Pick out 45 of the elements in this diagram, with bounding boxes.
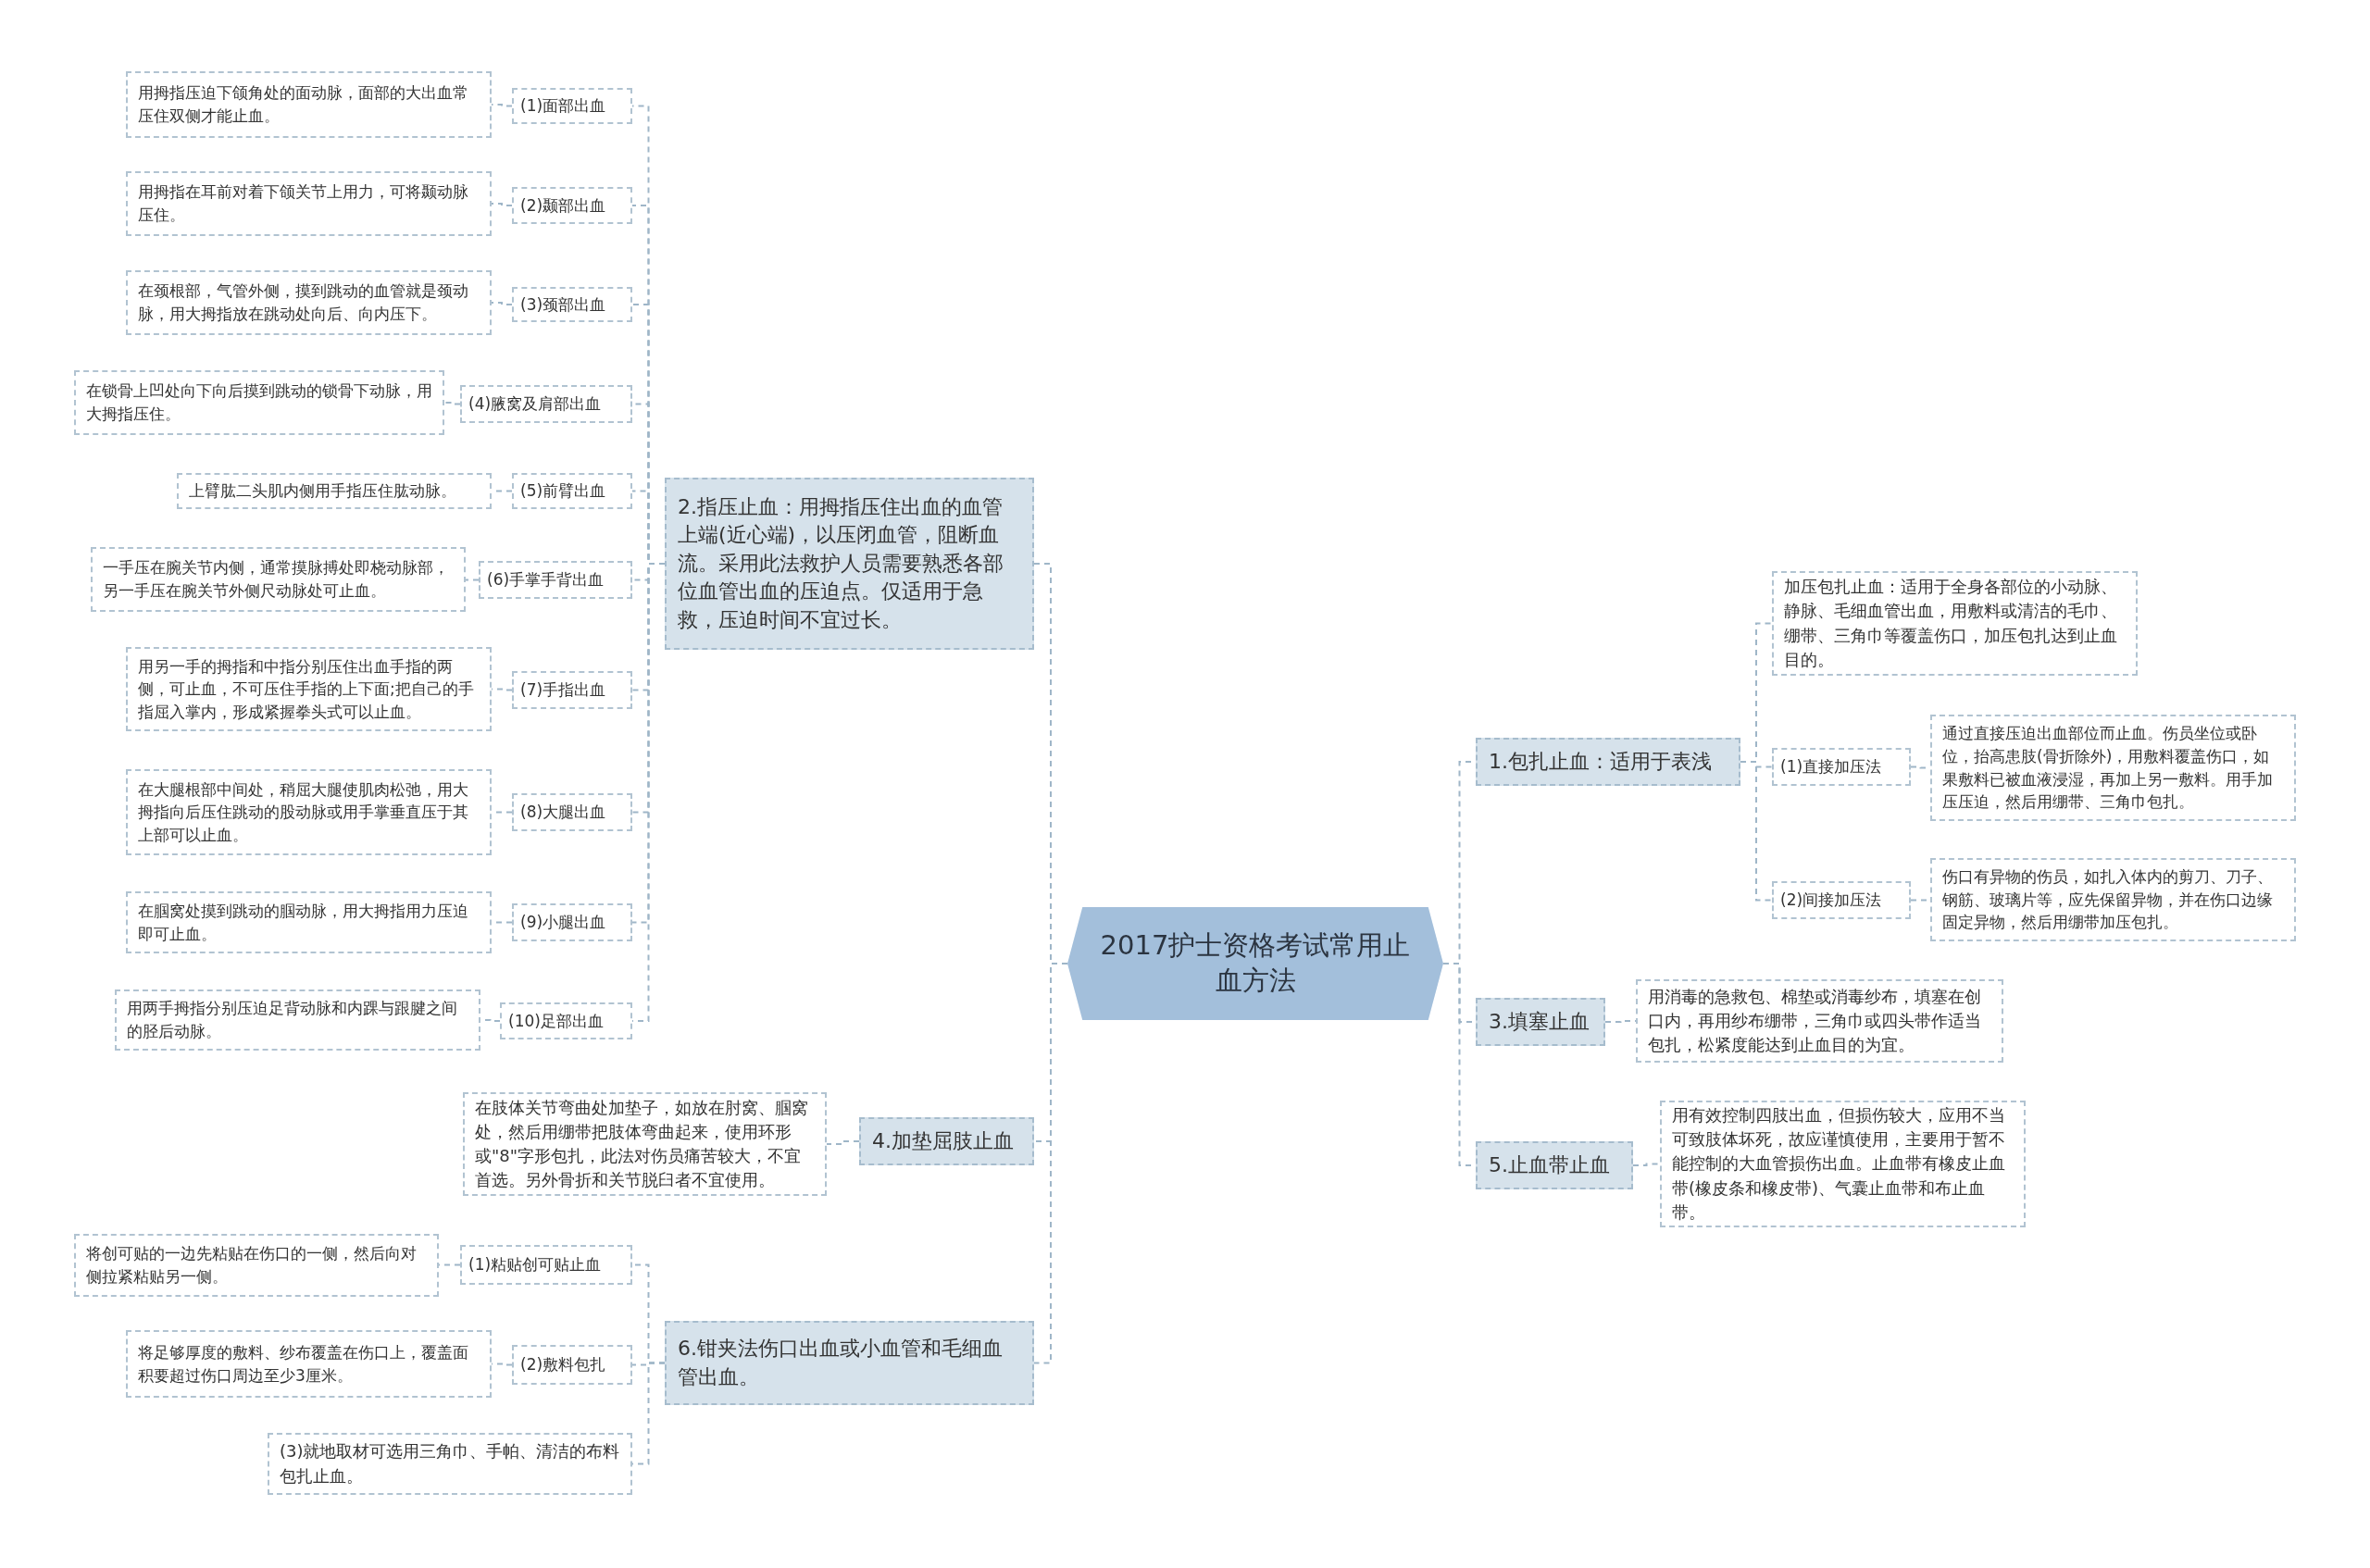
topic-card: 2.指压止血：用拇指压住出血的血管上端(近心端)，以压闭血管，阻断血流。采用此法救护人员需要熟悉各部位血管出血的压迫点。仅适用于急救，压迫时间不宜过长。 [665,478,1034,650]
subtopic-card: (2)颞部出血 [512,187,632,224]
subtopic-card: (3)颈部出血 [512,287,632,322]
subtopic-card: (1)面部出血 [512,88,632,124]
subtopic-card: (4)腋窝及肩部出血 [460,385,632,423]
note-card: 在腘窝处摸到跳动的腘动脉，用大拇指用力压迫即可止血。 [126,891,492,953]
topic-card: 5.止血带止血 [1476,1141,1633,1189]
note-card: 用两手拇指分别压迫足背动脉和内踝与跟腱之间的胫后动脉。 [115,989,480,1051]
note-card: 用另一手的拇指和中指分别压住出血手指的两侧，可止血，不可压住手指的上下面;把自己的手指屈入掌内，形成紧握拳头式可以止血。 [126,647,492,731]
note-card: 用拇指压迫下颌角处的面动脉，面部的大出血常压住双侧才能止血。 [126,71,492,138]
topic-card: 4.加垫屈肢止血 [859,1117,1034,1165]
note-card: 用拇指在耳前对着下颌关节上用力，可将颞动脉压住。 [126,171,492,236]
subtopic-card: (7)手指出血 [512,671,632,709]
note-card: 上臂肱二头肌内侧用手指压住肱动脉。 [177,473,492,509]
subtopic-card: (1)直接加压法 [1772,748,1911,786]
connector-line [1632,1163,1661,1166]
note-card: 在大腿根部中间处，稍屈大腿使肌肉松弛，用大拇指向后压住跳动的股动脉或用手掌垂直压于其上部可以止血。 [126,769,492,855]
note-card: 通过直接压迫出血部位而止血。伤员坐位或卧位，抬高患肢(骨折除外)，用敷料覆盖伤口，如果敷料已被血液浸湿，再加上另一敷料。用手加压压迫，然后用绷带、三角巾包扎。 [1930,715,2296,821]
connector-line [465,579,480,581]
note-card: 用有效控制四肢出血，但损伤较大，应用不当可致肢体坏死，故应谨慎使用，主要用于暂不能控制的大血管损伤出血。止血带有橡皮止血带(橡皮条和橡皮带)、气囊止血带和布止血带。 [1660,1101,2026,1227]
subtopic-card: (10)足部出血 [500,1002,632,1039]
subtopic-card: (5)前臂出血 [512,473,632,509]
connector-line [1740,761,1773,902]
topic-card: 1.包扎止血：适用于表浅 [1476,738,1740,786]
subtopic-card: (6)手掌手背出血 [479,561,632,599]
note-card: 在锁骨上凹处向下向后摸到跳动的锁骨下动脉，用大拇指压住。 [74,370,444,435]
subtopic-card: (8)大腿出血 [512,793,632,831]
topic-card: 6.钳夹法伤口出血或小血管和毛细血管出血。 [665,1321,1034,1405]
note-card: 在肢体关节弯曲处加垫子，如放在肘窝、腘窝处，然后用绷带把肢体弯曲起来，使用环形或"8"字形包扎，此法对伤员痛苦较大，不宜首选。另外骨折和关节脱臼者不宜使用。 [463,1092,827,1196]
note-card: 伤口有异物的伤员，如扎入体内的剪刀、刀子、钢筋、玻璃片等，应先保留异物，并在伤口边缘固定异物，然后用绷带加压包扎。 [1930,858,2296,941]
note-card: 加压包扎止血：适用于全身各部位的小动脉、静脉、毛细血管出血，用敷料或清洁的毛巾、绷带、三角巾等覆盖伤口，加压包扎达到止血目的。 [1772,571,2138,676]
subtopic-card: (2)间接加压法 [1772,881,1911,919]
note-card: 一手压在腕关节内侧，通常摸脉搏处即桡动脉部，另一手压在腕关节外侧尺动脉处可止血。 [91,547,466,612]
connector-line [826,1140,860,1145]
note-card: 在颈根部，气管外侧，摸到跳动的血管就是颈动脉，用大拇指放在跳动处向后、向内压下。 [126,270,492,335]
note-card: (3)就地取材可选用三角巾、手帕、清洁的布料包扎止血。 [268,1433,632,1495]
note-card: 将足够厚度的敷料、纱布覆盖在伤口上，覆盖面积要超过伤口周边至少3厘米。 [126,1330,492,1398]
note-card: 用消毒的急救包、棉垫或消毒纱布，填塞在创口内，再用纱布绷带，三角巾或四头带作适当包扎，松紧度能达到止血目的为宜。 [1636,979,2003,1063]
note-card: 将创可贴的一边先粘贴在伤口的一侧，然后向对侧拉紧粘贴另一侧。 [74,1234,439,1297]
subtopic-card: (1)粘贴创可贴止血 [460,1245,632,1285]
topic-card: 3.填塞止血 [1476,998,1605,1046]
connector-line [443,402,461,405]
subtopic-card: (9)小腿出血 [512,903,632,941]
central-topic: 2017护士资格考试常用止血方法 [1067,907,1443,1020]
subtopic-card: (2)敷料包扎 [512,1345,632,1385]
